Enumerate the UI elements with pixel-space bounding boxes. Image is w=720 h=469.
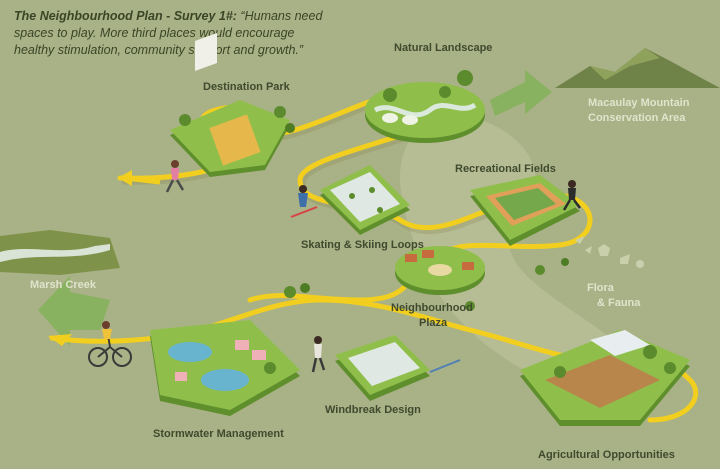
mountain-illustration <box>555 48 720 88</box>
label-natural-landscape: Natural Landscape <box>394 42 492 54</box>
path-arrow-left-lower <box>48 334 72 346</box>
marsh-creek-illustration <box>0 230 120 275</box>
natural-landscape-zone <box>365 70 485 143</box>
stormwater-management-zone <box>150 320 300 416</box>
label-recreational-fields: Recreational Fields <box>455 163 556 175</box>
label-flora-line1: Flora <box>587 282 615 294</box>
skating-skiing-zone <box>320 165 410 235</box>
skier-figure <box>290 185 318 218</box>
walker-figure <box>311 336 326 373</box>
label-agricultural-opportunities: Agricultural Opportunities <box>538 449 675 461</box>
flora-fauna-silhouettes <box>575 236 644 268</box>
label-neighbourhood-line1: Neighbourhood <box>391 302 473 314</box>
label-stormwater-management: Stormwater Management <box>153 428 284 440</box>
arrow-to-mountain <box>490 70 552 116</box>
arrow-to-creek <box>38 276 110 346</box>
quote-text: “Humans need spaces to play. More third … <box>14 9 323 57</box>
label-skating-skiing: Skating & Skiing Loops <box>301 239 424 251</box>
soccer-player-figure <box>562 180 581 211</box>
label-macaulay-line1: Macaulay Mountain <box>588 97 690 109</box>
survey-quote: The Neighbourhood Plan - Survey 1#: “Hum… <box>14 8 324 59</box>
windbreak-design-zone <box>335 335 461 401</box>
label-windbreak-design: Windbreak Design <box>325 404 421 416</box>
agricultural-zone <box>520 330 690 426</box>
neighbourhood-plaza-zone <box>395 246 485 295</box>
label-neighbourhood-line2: Plaza <box>419 317 448 329</box>
runner-figure <box>165 160 185 193</box>
label-marsh-creek: Marsh Creek <box>30 279 97 291</box>
ground-band <box>400 110 640 400</box>
destination-park-zone <box>170 33 295 177</box>
label-flora-line2: & Fauna <box>597 297 641 309</box>
label-macaulay-line2: Conservation Area <box>588 112 686 124</box>
cyclist-figure <box>88 321 132 367</box>
tree-cluster <box>284 258 569 311</box>
recreational-fields-zone <box>470 175 580 246</box>
path-arrow-left-upper <box>118 170 132 186</box>
quote-title: The Neighbourhood Plan - Survey 1#: <box>14 9 237 23</box>
label-destination-park: Destination Park <box>203 81 291 93</box>
